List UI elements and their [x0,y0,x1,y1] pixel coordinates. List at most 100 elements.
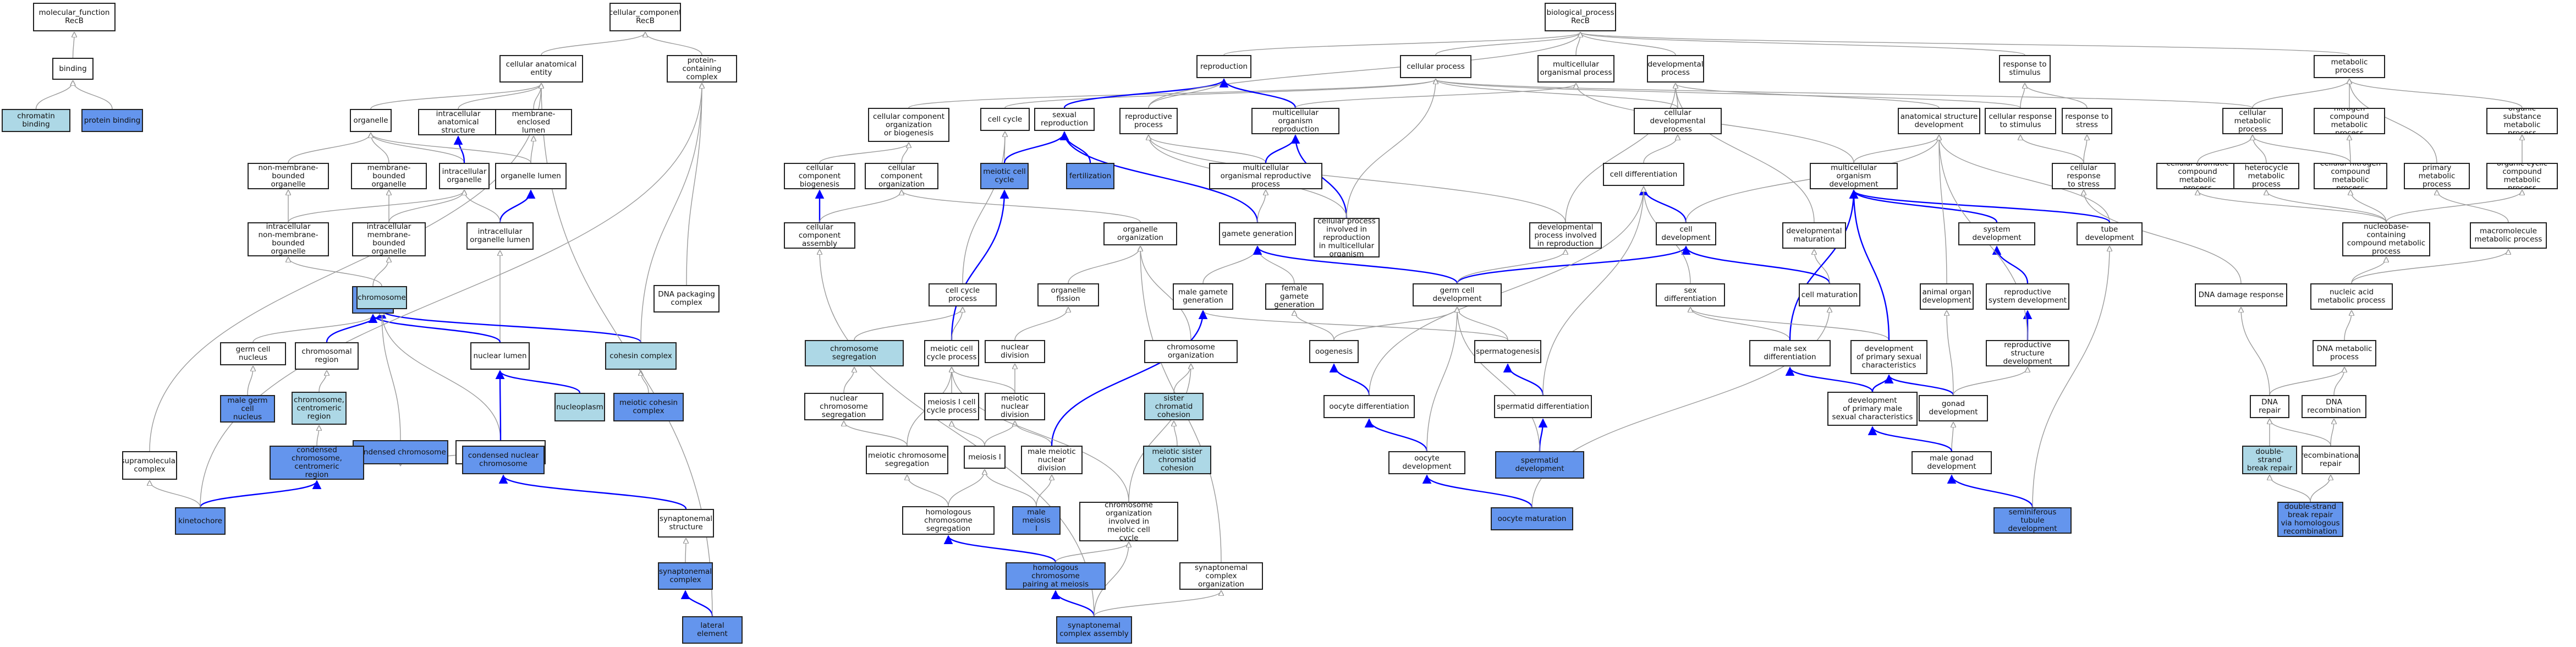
node-dna-damage: DNA damage response [2195,283,2287,306]
edge-cmp-to-metabolic [2252,79,2349,108]
edge-metabolic-to-bp [1580,32,2350,56]
node-pmp: primary metabolic process [2404,163,2470,189]
node-imbo: intracellular membrane-bounded organelle [352,222,426,256]
edge-hcs-to-meiosis1 [948,470,985,507]
edge-nuclear_chr-to-chromosome [382,310,501,441]
node-iol: intracellular organelle lumen [466,222,534,250]
edge-ccob-to-cell_process [908,79,1436,108]
node-gcd: germ cell development [1413,283,1502,306]
edge-std-to-tube_dev [2032,246,2110,508]
edge-supramol-to-cae [149,84,541,452]
edge-cca-to-cco [819,190,902,223]
edge-mgd-to-dpmsc2 [1868,426,1953,452]
edge-sperm_diff-to-cell_diff [1542,187,1644,396]
edge-binding-to-mf [73,32,75,58]
node-hcmp: heterocycle metabolic process [2233,163,2299,189]
node-ccc-region: condensed chromosome, centromeric region [270,446,364,480]
edge-dpir-to-repro_process [1149,135,1566,223]
edge-oocyte_diff-to-cell_diff [1369,187,1644,396]
edge-syn_struct-to-cnc [498,474,687,509]
node-hcpm: homologous chromosome pairing at meiosis [1006,562,1106,590]
edge-cco-to-ccob [901,143,909,163]
node-macro: macromolecule metabolic process [2470,222,2547,249]
edge-ias-to-cae [458,84,541,109]
edge-msd-to-sex_diff [1690,308,1790,341]
edge-gamete_gen-to-sexual_repro [1059,131,1259,223]
node-dev-process: developmental process [1647,55,1704,83]
edge-hcpm-to-coimcc [1055,542,1129,563]
node-sca: synaptonemal complex assembly [1056,616,1132,644]
node-dpmsc: development of primary sexual characteri… [1850,340,1927,374]
node-ncs: nuclear chromosome segregation [804,393,883,420]
node-morp: multicellular organismal reproductive pr… [1209,163,1322,189]
edge-iol-to-io [464,190,501,223]
edge-dsbr_hr-to-dsbr [2270,475,2311,502]
node-nuc-div: nuclear division [985,340,1045,363]
node-dpir: developmental process involved in reprod… [1529,222,1602,249]
edge-macro-to-pmp [2437,190,2509,223]
node-inmbo: intracellular non-membrane-bounded organ… [248,222,329,256]
edge-protein_binding-to-binding [73,81,113,109]
edge-sys_dev-to-mod [1849,189,1998,223]
edge-gcd-to-dpir [1457,250,1566,284]
edge-mmi-to-mmnd [1036,475,1052,507]
node-cdp: cellular developmental process [1634,108,1722,134]
node-rstress: response to stress [2062,108,2112,134]
edge-mmnd-to-mgg [1051,310,1208,446]
node-msd: male sex differentiation [1749,340,1831,366]
node-cell-cycle: cell cycle [980,108,1030,131]
edge-tube_dev-to-mod [1849,189,2111,223]
edge-inmbo-to-io [288,190,464,223]
node-ias: intracellular anatomical structure [418,109,498,135]
edge-nmbo-to-organelle [288,133,371,163]
edge-nuc_div-to-org_fission [1014,308,1068,341]
node-syn-struct: synaptonemal structure [658,509,714,538]
edge-namp-to-macro [2351,250,2508,284]
edge-gcd-to-gamete_gen [1253,245,1458,284]
edge-hcpm-to-hcs [943,535,1057,563]
edge-nucleus-to-imbo [372,257,389,287]
node-osmp: organic substance metabolic process [2486,108,2558,134]
node-mnd: meiotic nuclear division [985,393,1045,420]
edge-sperm_dev-to-sperm_diff [1538,418,1548,452]
edge-dna_recomb-to-dna_mp [2333,368,2344,396]
edge-coimcc-to-mccp [952,368,1129,502]
edge-meiosis1-to-mnd [984,421,1015,446]
edge-cell_diff-to-cdp [1643,135,1678,163]
edge-mgd-to-gonad_dev [1952,423,1953,452]
node-sperm-dev: spermatid development [1495,451,1584,479]
node-ccr: chromosome, centromeric region [292,392,347,425]
node-cpirm: cellular process involved in reproductio… [1314,218,1380,257]
edge-rts-to-bp [1580,32,2025,56]
edge-cell_mat-to-dev_mat [1814,250,1830,284]
node-oocyte-mat: oocyte maturation [1491,507,1573,530]
node-dsbr-hr: double-strand break repair via homologou… [2277,502,2343,537]
node-ol: organelle lumen [495,163,567,189]
edge-io-to-ias [453,135,465,163]
edge-gcn-to-nucleus [252,315,373,343]
edge-rsd-to-sys_dev [1992,245,2029,284]
node-gamete-gen: gamete generation [1219,222,1296,245]
edge-rstress-to-rts [2025,84,2088,108]
edge-oocyte_dev-to-oocyte_diff [1364,418,1428,452]
node-mcs: meiotic chromosome segregation [866,446,948,474]
node-cell-process: cellular process [1400,55,1471,78]
edge-gamete_gen-to-morp [1257,190,1266,223]
edge-ncs-to-chr_seg [843,368,854,393]
node-sperm-diff: spermatid differentiation [1494,395,1592,418]
edge-dpmsc-to-mod [1849,189,1890,341]
edge-mgcn-to-gcn [247,366,253,396]
node-ccob: cellular component organization or bioge… [868,108,949,142]
edge-namp-to-nccmp [2351,257,2386,284]
node-metabolic: metabolic process [2314,55,2385,78]
node-dna-repair: DNA repair [2250,395,2289,418]
edge-nuclear_chr-to-nuclear_lumen [495,370,505,441]
edge-dna_repair-to-dna_damage [2241,308,2270,396]
edge-chromatin_binding-to-binding [35,81,73,109]
edge-sca-to-sco_bp [1094,591,1221,617]
node-sexual-repro: sexual reproduction [1034,108,1095,131]
node-binding: binding [52,58,94,80]
node-cell-dev: cell development [1656,222,1716,245]
edge-org_org-to-cco [902,190,1141,223]
